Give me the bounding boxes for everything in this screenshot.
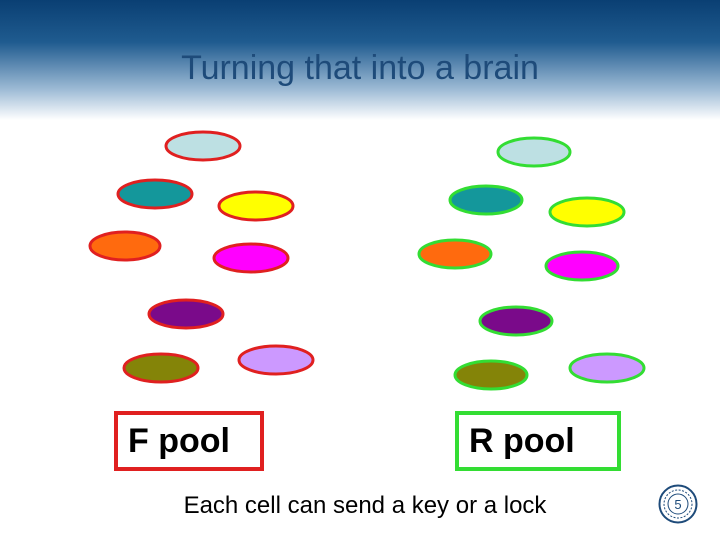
f-cell-light-cyan	[164, 130, 242, 162]
f-cell-yellow	[217, 190, 295, 222]
r-cell-purple	[478, 305, 554, 337]
f-cell-lavender	[237, 344, 315, 376]
f-cell-magenta	[212, 242, 290, 274]
f-cell-teal	[116, 178, 194, 210]
r-pool-box: R pool	[455, 411, 621, 471]
r-cell-orange	[417, 238, 493, 270]
page-number: 5	[674, 497, 681, 512]
f-pool-box: F pool	[114, 411, 264, 471]
f-cell-orange	[88, 230, 162, 262]
r-cell-teal	[448, 184, 524, 216]
f-pool-label: F pool	[128, 421, 230, 460]
university-seal-icon: 5	[658, 484, 698, 524]
r-cell-yellow	[548, 196, 626, 228]
f-cell-purple	[147, 298, 225, 330]
r-pool-cells	[417, 136, 646, 391]
title-banner	[0, 0, 720, 120]
r-pool-label: R pool	[469, 421, 575, 460]
r-cell-olive	[453, 359, 529, 391]
r-cell-lavender	[568, 352, 646, 384]
slide-title: Turning that into a brain	[181, 49, 539, 87]
r-cell-light-cyan	[496, 136, 572, 168]
r-cell-magenta	[544, 250, 620, 282]
f-pool-cells	[88, 130, 315, 384]
f-cell-olive	[122, 352, 200, 384]
slide-caption: Each cell can send a key or a lock	[183, 492, 547, 519]
